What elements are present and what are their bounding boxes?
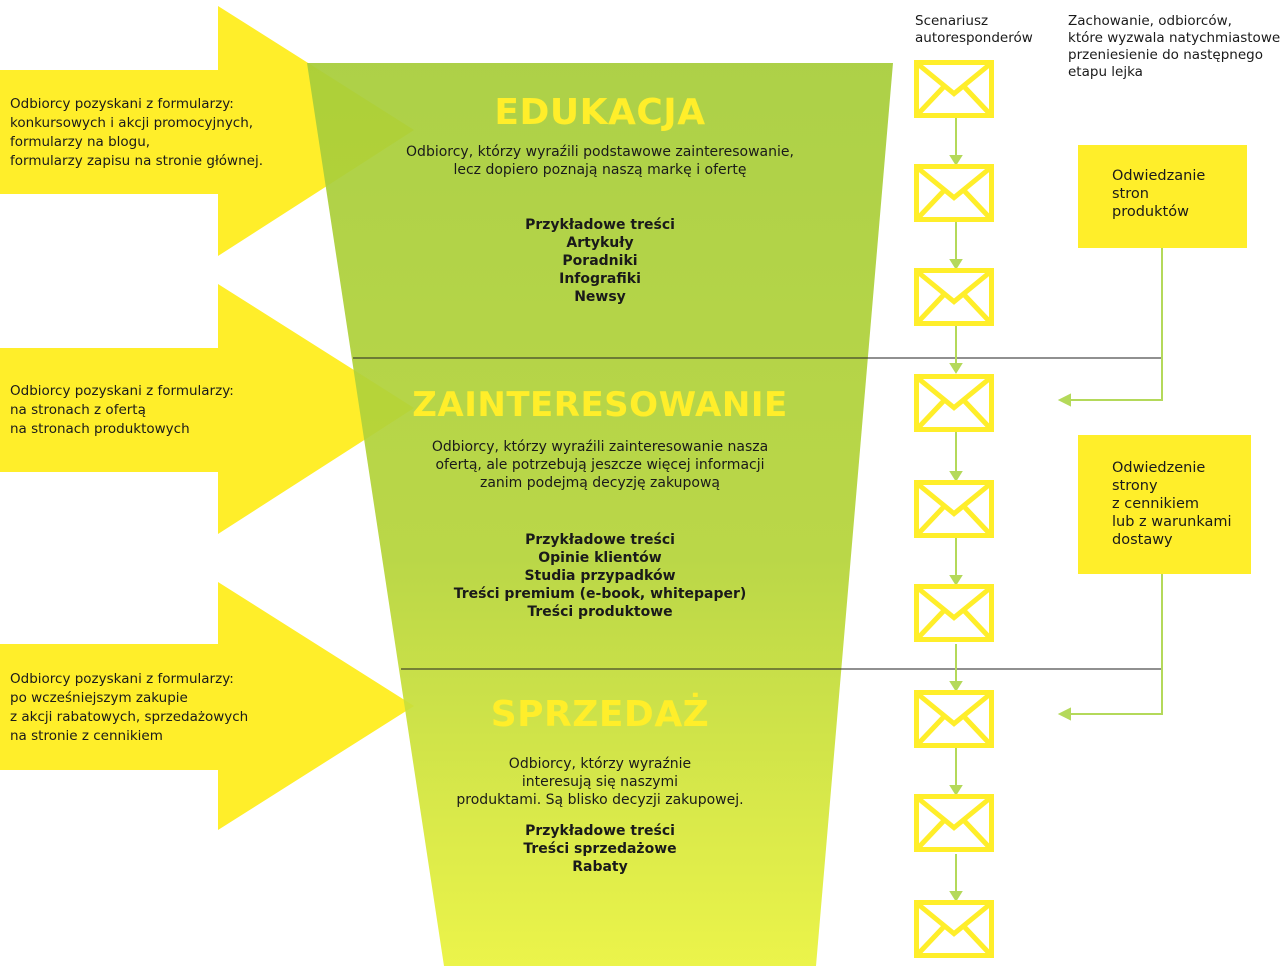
stage-description-sprzedaz: Odbiorcy, którzy wyraźnie interesują się… [456,756,744,808]
envelope-icon [914,900,994,958]
trigger-box-product-pages: Odwiedzanie stron produktów [1078,145,1247,248]
trigger-box-pricing-page: Odwiedzenie strony z cennikiem lub z war… [1078,435,1251,574]
envelope-icon [914,480,994,538]
source-text-1: Odbiorcy pozyskani z formularzy: konkurs… [10,96,264,169]
stage-title-sprzedaz: SPRZEDAŻ [490,694,710,735]
envelope-icon [914,164,994,222]
envelope-icon [914,584,994,642]
source-arrow-2 [0,284,414,534]
source-text-2: Odbiorcy pozyskani z formularzy: na stro… [10,383,234,437]
stage-description-edukacja: Odbiorcy, którzy wyraźili podstawowe zai… [406,144,794,178]
content-examples-sprzedaz: Przykładowe treści Treści sprzedażowe Ra… [523,823,677,875]
envelope-icon [914,794,994,852]
trigger-connectors [1057,248,1163,721]
stage-title-edukacja: EDUKACJA [494,92,706,133]
envelope-icon [914,690,994,748]
behavior-header: Zachowanie, odbiorców, które wyzwala nat… [1068,13,1281,80]
source-arrow-3 [0,582,414,830]
source-text-3: Odbiorcy pozyskani z formularzy: po wcze… [10,671,249,744]
envelopes [914,60,994,958]
content-examples-zainteresowanie: Przykładowe treści Opinie klientów Studi… [453,532,747,620]
envelope-icon [914,60,994,118]
funnel-shape [307,63,893,966]
autoresponder-connectors [949,118,963,902]
autoresponder-header: Scenariusz autoresponderów [915,13,1033,46]
envelope-icon [914,374,994,432]
stage-description-zainteresowanie: Odbiorcy, którzy wyraźili zainteresowani… [431,439,769,491]
stage-title-zainteresowanie: ZAINTERESOWANIE [412,385,788,425]
envelope-icon [914,268,994,326]
content-examples-edukacja: Przykładowe treści Artykuły Poradniki In… [525,217,675,305]
